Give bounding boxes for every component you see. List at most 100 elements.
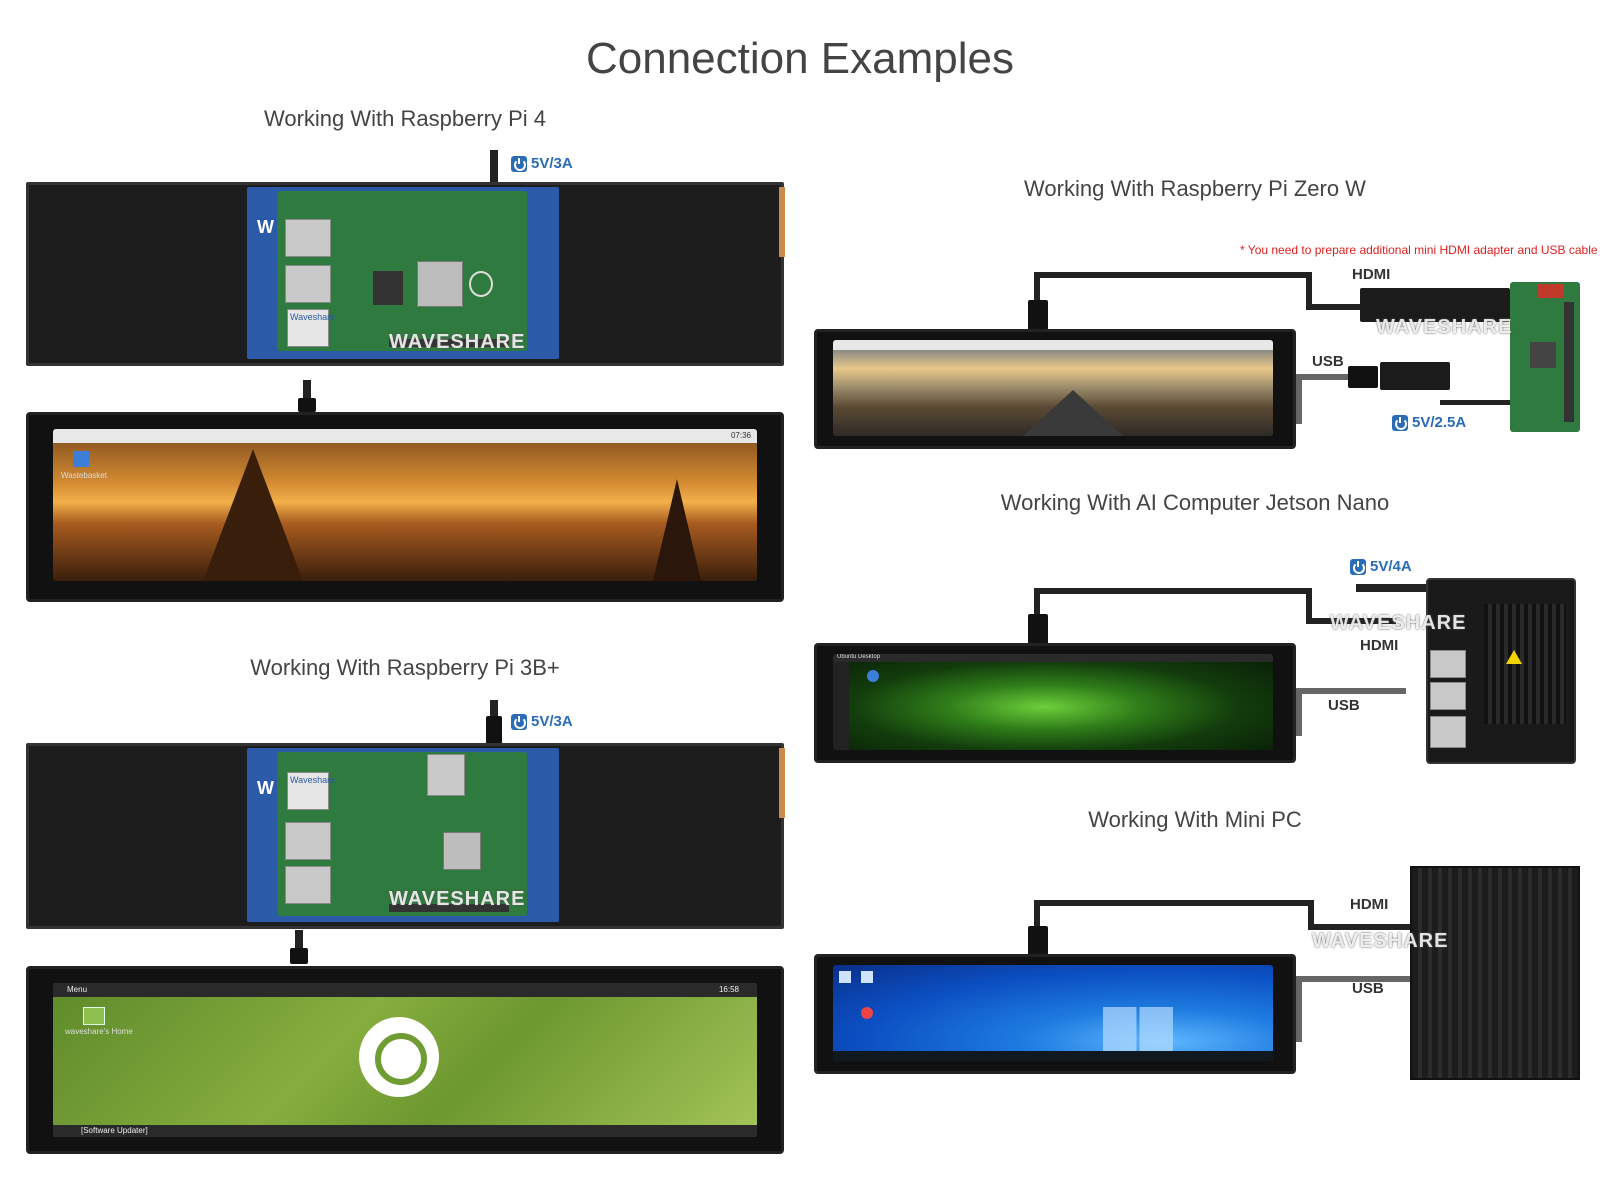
usb-label: USB	[1328, 697, 1360, 714]
power-value: 5V/3A	[531, 155, 573, 172]
usb-cable	[1290, 730, 1302, 736]
screen-pi4: 07:36 Wastebasket	[53, 429, 757, 581]
power-value: 5V/4A	[1370, 558, 1412, 575]
usb-port	[285, 265, 331, 303]
ram-chip	[373, 271, 403, 305]
taskbar	[833, 340, 1273, 350]
chromium-icon[interactable]	[867, 670, 879, 682]
hdmi-cable	[1034, 588, 1040, 626]
usb-port	[1430, 682, 1466, 710]
hdmi-plug	[1028, 614, 1048, 644]
power-cable	[1356, 584, 1432, 592]
hdmi-plug	[1028, 926, 1048, 956]
lcd-front-minipc	[814, 954, 1296, 1074]
watermark: WAVESHARE	[1376, 316, 1513, 338]
lcd-front-zero	[814, 329, 1296, 449]
usb-cable	[1296, 374, 1302, 424]
power-icon	[1350, 558, 1366, 575]
gpio-header	[1564, 302, 1574, 422]
taskbar: Menu 16:58	[53, 983, 757, 997]
usb-cable	[1296, 374, 1350, 380]
hdmi-port	[427, 754, 465, 796]
desktop-title: Ubuntu Desktop	[837, 654, 881, 660]
ethernet-port	[1430, 716, 1466, 748]
desktop-icon[interactable]	[839, 971, 851, 983]
power-label-zero: 5V/2.5A	[1392, 414, 1466, 431]
lcd-front-pi3: Menu 16:58 waveshare's Home [Software Up…	[26, 966, 784, 1154]
taskbar	[833, 1051, 1273, 1061]
jetson-nano-board	[1426, 578, 1576, 764]
hdmi-cable	[303, 380, 311, 410]
hdmi-plug	[290, 948, 308, 964]
wastebasket-icon[interactable]	[73, 451, 89, 467]
usb-cable	[1296, 688, 1406, 694]
waveshare-logo-icon: W	[257, 778, 274, 798]
cpu-chip	[443, 832, 481, 870]
hdmi-label: HDMI	[1350, 896, 1389, 913]
lcd-back-pi4: W Waveshare WAVESHARE	[26, 182, 785, 366]
power-plug	[486, 716, 502, 744]
section-title-minipc: Working With Mini PC	[1088, 807, 1302, 832]
hdmi-label: HDMI	[1360, 637, 1399, 654]
road	[1023, 390, 1123, 436]
hdmi-cable	[1306, 304, 1366, 310]
cpu-chip	[417, 261, 463, 307]
screen-minipc	[833, 965, 1273, 1061]
power-label-jetson: 5V/4A	[1350, 558, 1412, 575]
gpio-header	[389, 904, 509, 912]
menu-label[interactable]: Menu	[67, 985, 88, 994]
power-label-pi3: 5V/3A	[511, 713, 573, 730]
usb-cable	[1290, 1036, 1302, 1042]
copper-tape	[779, 187, 785, 257]
power-icon	[511, 155, 527, 172]
usb-port	[285, 866, 331, 904]
usb-adapter	[1380, 362, 1450, 390]
screen-pi3: Menu 16:58 waveshare's Home [Software Up…	[53, 983, 757, 1137]
usb-label: USB	[1312, 353, 1344, 370]
home-folder-icon[interactable]	[83, 1007, 105, 1025]
watermark: WAVESHARE	[1312, 930, 1449, 952]
lcd-front-pi4: 07:36 Wastebasket	[26, 412, 784, 602]
power-icon	[1392, 414, 1408, 431]
sd-card	[1538, 284, 1564, 298]
power-cable	[1440, 400, 1510, 405]
hdmi-cable	[1308, 900, 1314, 930]
hdmi-cable	[295, 930, 303, 960]
hdmi-cable	[1034, 272, 1040, 310]
lcd-front-jetson: Ubuntu Desktop	[814, 643, 1296, 763]
taskbar: 07:36	[53, 429, 757, 443]
copper-tape	[779, 748, 785, 818]
screen-zero	[833, 340, 1273, 436]
lcd-back-pi3: W Waveshare WAVESHARE	[26, 743, 785, 929]
section-title-pi3: Working With Raspberry Pi 3B+	[250, 655, 560, 680]
chrome-icon[interactable]	[861, 1007, 873, 1019]
launcher-dock	[833, 662, 849, 750]
raspberry-pi-board: Waveshare	[277, 752, 527, 916]
desktop-icon[interactable]	[861, 971, 873, 983]
screen-jetson: Ubuntu Desktop	[833, 654, 1273, 750]
usb-label: USB	[1352, 980, 1384, 997]
usb-cable	[1296, 688, 1302, 736]
raspberry-pi-board: Waveshare	[277, 191, 527, 351]
warning-icon	[1506, 650, 1522, 664]
ethernet-port: Waveshare	[287, 772, 335, 810]
power-value: 5V/3A	[531, 713, 573, 730]
hdmi-plug	[1028, 300, 1048, 330]
power-value: 5V/2.5A	[1412, 414, 1467, 431]
power-cable	[490, 150, 498, 190]
usb-cable	[1296, 976, 1412, 982]
mini-pc	[1410, 866, 1580, 1080]
hdmi-adapter-plug	[1360, 288, 1510, 322]
desktop-icon-label: Wastebasket	[61, 471, 107, 480]
pcb-label: Waveshare	[290, 312, 336, 322]
software-updater[interactable]: [Software Updater]	[81, 1126, 148, 1135]
windows-logo-icon	[1103, 1007, 1173, 1051]
ethernet-port: Waveshare	[287, 309, 335, 347]
pcb-label: Waveshare	[290, 775, 336, 785]
logo-ring	[375, 1033, 427, 1085]
hdmi-cable	[1034, 588, 1312, 594]
section-title-zero: Working With Raspberry Pi Zero W	[1024, 176, 1366, 201]
watermark: WAVESHARE	[389, 888, 526, 910]
usb-cable	[1290, 418, 1302, 424]
usb-cable	[1296, 976, 1302, 1042]
